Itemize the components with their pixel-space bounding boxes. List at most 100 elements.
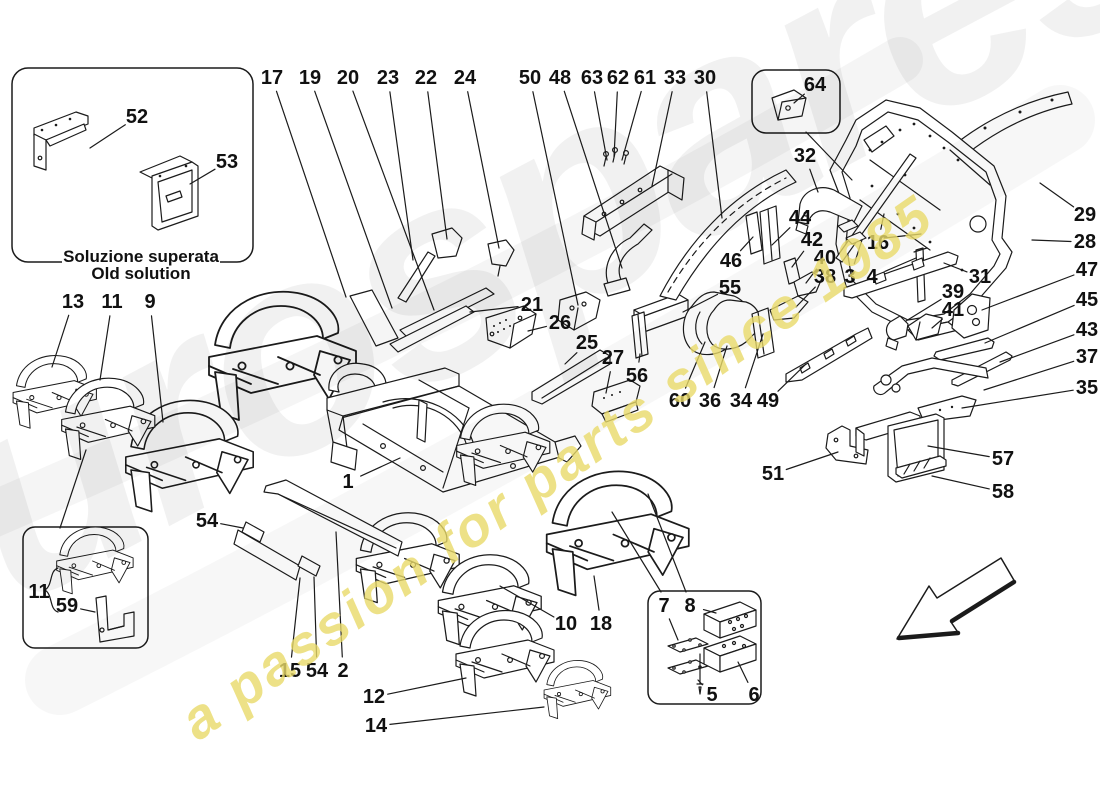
leader-line-10-9 bbox=[499, 585, 555, 618]
leader-line-11-10 bbox=[99, 315, 111, 381]
callout-label-14-14: 14 bbox=[365, 715, 388, 737]
leader-line-3-2 bbox=[853, 239, 863, 265]
callout-label-41-41: 41 bbox=[942, 299, 964, 321]
callout-label-9-8: 9 bbox=[144, 291, 155, 313]
callout-label-50-50: 50 bbox=[519, 67, 541, 89]
callout-label-62-63: 62 bbox=[607, 67, 629, 89]
leader-line-1-0 bbox=[360, 457, 401, 477]
leader-line-38-38 bbox=[795, 286, 816, 308]
part-illustration-wheelhouse-60-36-34 bbox=[682, 291, 775, 359]
callout-label-30-30: 30 bbox=[694, 67, 716, 89]
part-illustration-frame-11-alt bbox=[56, 526, 134, 595]
callout-label-4-3: 4 bbox=[866, 266, 878, 288]
leader-line-45-45 bbox=[984, 304, 1075, 344]
leader-line-5-4 bbox=[697, 679, 704, 686]
old-solution-label-line1: Soluzione superata bbox=[63, 247, 219, 266]
leader-line-62-63 bbox=[613, 91, 618, 158]
part-illustration-5-plate-bolt bbox=[667, 653, 709, 695]
callout-label-58-59: 58 bbox=[992, 481, 1014, 503]
leader-line-36-36 bbox=[713, 345, 728, 389]
leader-line-17-17 bbox=[275, 90, 347, 298]
leader-line-57-58 bbox=[927, 445, 990, 458]
part-64-box bbox=[751, 69, 841, 134]
part-illustration-50-bracket bbox=[557, 291, 601, 331]
callout-label-13-13: 13 bbox=[62, 291, 84, 313]
direction-arrow bbox=[896, 557, 1017, 641]
leader-line-50-50 bbox=[532, 91, 579, 306]
leader-line-23-23 bbox=[389, 91, 414, 261]
leader-line-16-16 bbox=[880, 213, 885, 230]
leader-line-13-13 bbox=[51, 314, 70, 368]
leader-line-15-15 bbox=[290, 577, 301, 658]
leader-line-56-57 bbox=[638, 353, 641, 363]
leader-line-31-31 bbox=[943, 262, 968, 273]
leader-line-19-19 bbox=[314, 90, 393, 309]
callout-label-6-5: 6 bbox=[748, 684, 759, 706]
part-illustration-frame-12 bbox=[455, 609, 555, 697]
leader-line-35-35 bbox=[961, 389, 1074, 409]
part-illustration-main-chassis bbox=[326, 362, 582, 493]
connector-line-1 bbox=[805, 131, 853, 181]
leader-line-61-62 bbox=[621, 90, 642, 161]
callout-label-2-1: 2 bbox=[337, 660, 348, 682]
callout-label-27-27: 27 bbox=[602, 347, 624, 369]
leader-line-18-18 bbox=[593, 575, 600, 611]
callout-label-48-48: 48 bbox=[549, 67, 571, 89]
leader-line-4-3 bbox=[884, 257, 917, 272]
part-illustration-frame-14 bbox=[543, 660, 612, 719]
leader-line-48-48 bbox=[563, 90, 623, 269]
callout-label-35-35: 35 bbox=[1076, 377, 1098, 399]
callout-label-54-54: 54 bbox=[196, 510, 219, 532]
part-illustration-51-bracket bbox=[825, 425, 869, 465]
part-illustration-30-pillar bbox=[659, 169, 797, 301]
part-illustration-pillar-strips-44-46-42-40-38 bbox=[745, 205, 823, 321]
watermark: eurospares a passion for parts since 198… bbox=[0, 0, 1100, 752]
part-illustration-33-crossmember bbox=[581, 165, 685, 241]
leader-line-54-54 bbox=[220, 523, 244, 529]
part-illustration-sleeves-54 bbox=[241, 521, 321, 577]
callout-label-31-31: 31 bbox=[969, 266, 991, 288]
leader-line-59-60 bbox=[80, 608, 96, 613]
leader-line-41-41 bbox=[931, 318, 944, 329]
leader-line-47-47 bbox=[981, 274, 1075, 311]
callout-label-11-11: 11 bbox=[28, 581, 49, 603]
part-illustration-32-bracket bbox=[795, 187, 863, 235]
label-backing bbox=[62, 246, 220, 280]
leader-line-51-51 bbox=[785, 451, 839, 471]
part-illustration-26-bracket bbox=[485, 305, 537, 349]
leader-line-26-26 bbox=[527, 325, 548, 332]
part-illustration-8-block bbox=[703, 601, 757, 639]
brace-11 bbox=[44, 567, 59, 613]
part-illustration-52-bracket bbox=[33, 111, 89, 171]
leader-line-60-61 bbox=[684, 341, 706, 389]
callout-label-55-56: 55 bbox=[719, 277, 741, 299]
leader-line-12-12 bbox=[387, 677, 467, 695]
callout-label-12-12: 12 bbox=[363, 686, 385, 708]
callout-label-49-49: 49 bbox=[757, 390, 779, 412]
leader-line-52-52 bbox=[89, 124, 126, 149]
callout-label-10-9: 10 bbox=[555, 613, 577, 635]
leader-line-34-34 bbox=[744, 333, 764, 389]
leader-line-58-59 bbox=[931, 475, 990, 490]
connector-line-3 bbox=[647, 493, 687, 593]
leader-line-63-64 bbox=[593, 91, 608, 161]
callout-label-17-17: 17 bbox=[261, 67, 283, 89]
part-illustration-31-sill bbox=[843, 251, 959, 299]
leader-line-32-32 bbox=[809, 168, 819, 193]
callout-label-23-23: 23 bbox=[377, 67, 399, 89]
callout-label-26-26: 26 bbox=[549, 312, 571, 334]
leader-line-2-1 bbox=[335, 531, 343, 658]
part-illustration-frame-18 bbox=[545, 470, 690, 597]
leader-line-40-40 bbox=[805, 268, 818, 284]
callout-label-37-37: 37 bbox=[1076, 346, 1098, 368]
watermark-swoosh bbox=[0, 37, 923, 537]
callout-label-54-55: 54 bbox=[306, 660, 329, 682]
part-illustration-7-plate bbox=[667, 637, 709, 653]
part-illustration-59-bracket bbox=[95, 595, 135, 643]
part-illustration-25-rail bbox=[531, 349, 611, 405]
old-solution-label-line2: Old solution bbox=[91, 264, 190, 283]
callout-label-34-34: 34 bbox=[730, 390, 753, 412]
